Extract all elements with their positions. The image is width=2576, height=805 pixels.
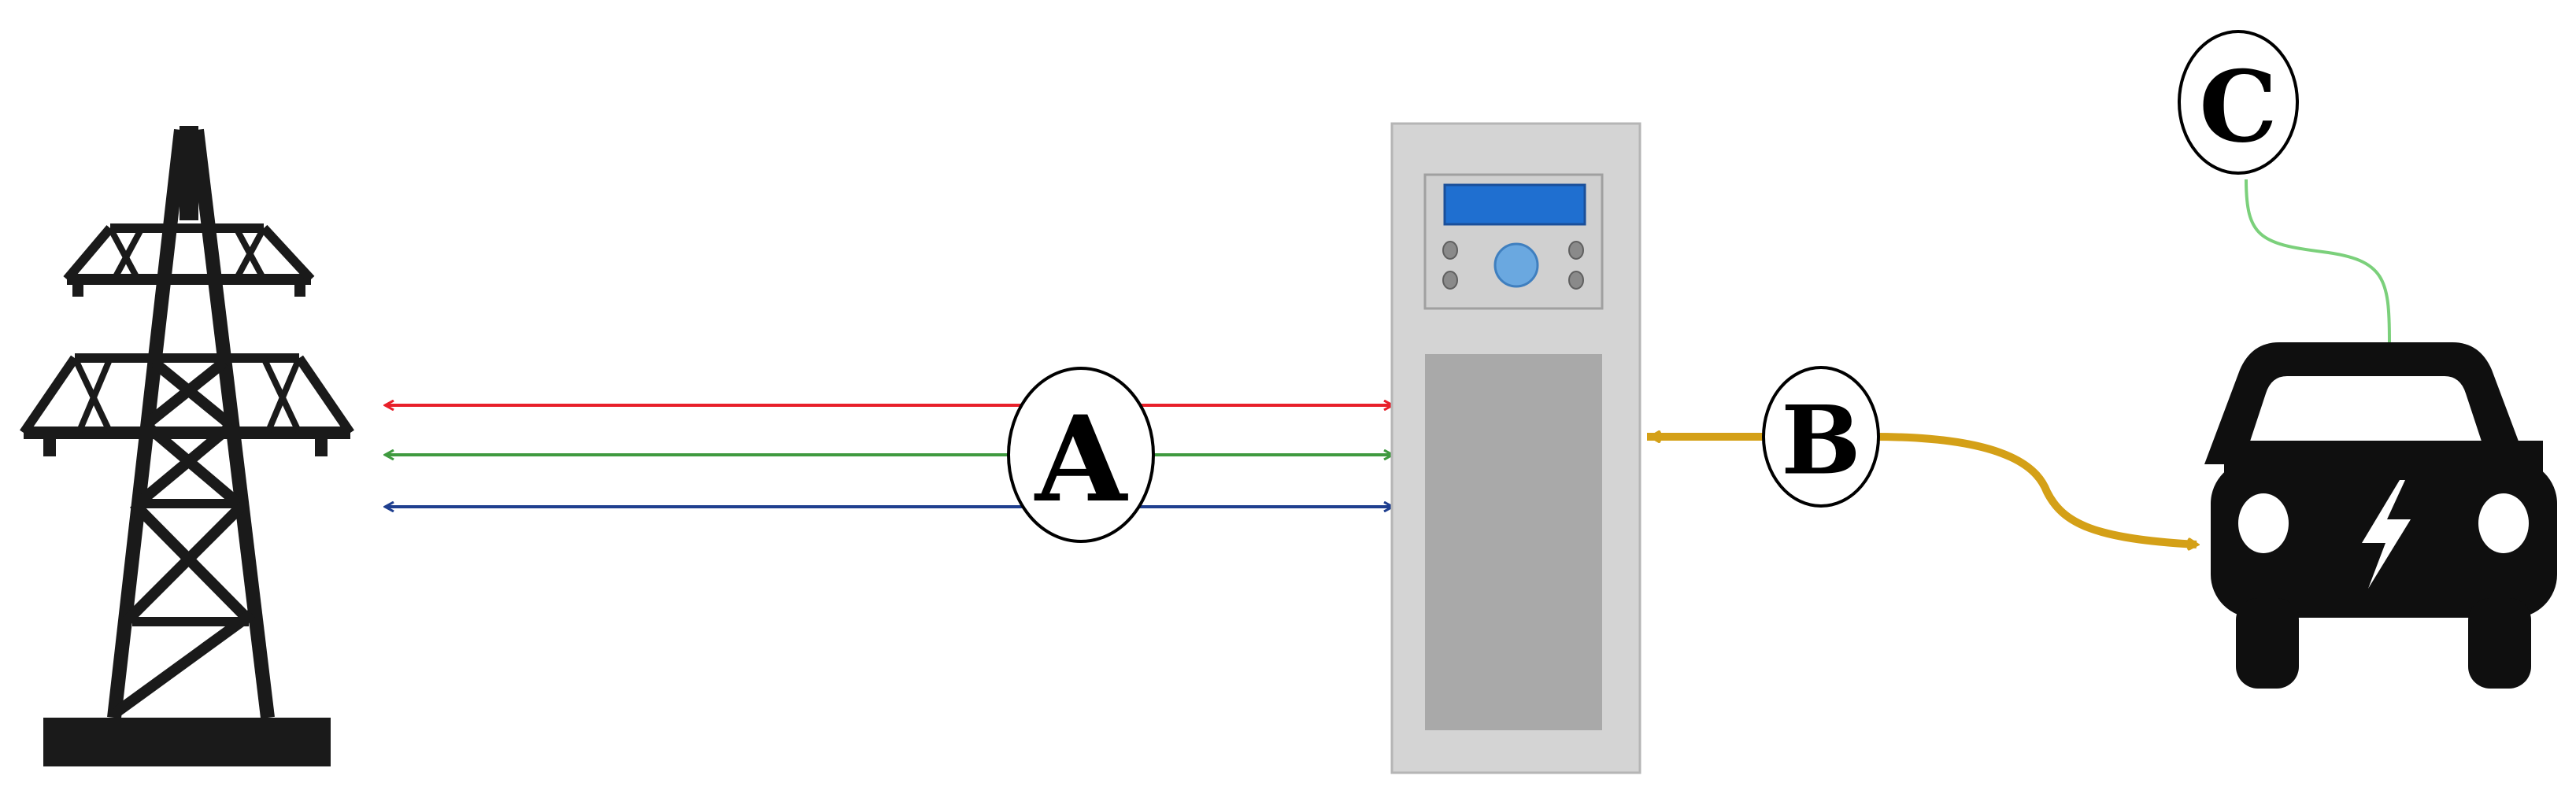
label-b: B (1781, 386, 1860, 497)
electric-car-icon (2204, 342, 2557, 689)
label-a-circle (1007, 367, 1155, 543)
charging-cable (1647, 433, 2197, 545)
charger-dial (1493, 242, 1539, 288)
three-phase-lines (386, 405, 1392, 507)
lightning-bolt-icon (2362, 480, 2411, 589)
label-b-callout: B (1762, 366, 1880, 508)
signal-link (2245, 179, 2391, 343)
label-c-circle (2178, 30, 2299, 175)
label-c: C (2199, 50, 2278, 164)
charging-station-icon (1390, 122, 1641, 774)
transmission-tower-icon (20, 126, 354, 766)
label-a: A (1034, 390, 1129, 529)
charger-panel (1425, 354, 1602, 730)
label-a-callout: A (1007, 367, 1155, 543)
label-b-circle (1762, 366, 1880, 508)
charger-display (1443, 183, 1586, 226)
label-c-callout: C (2178, 30, 2299, 175)
